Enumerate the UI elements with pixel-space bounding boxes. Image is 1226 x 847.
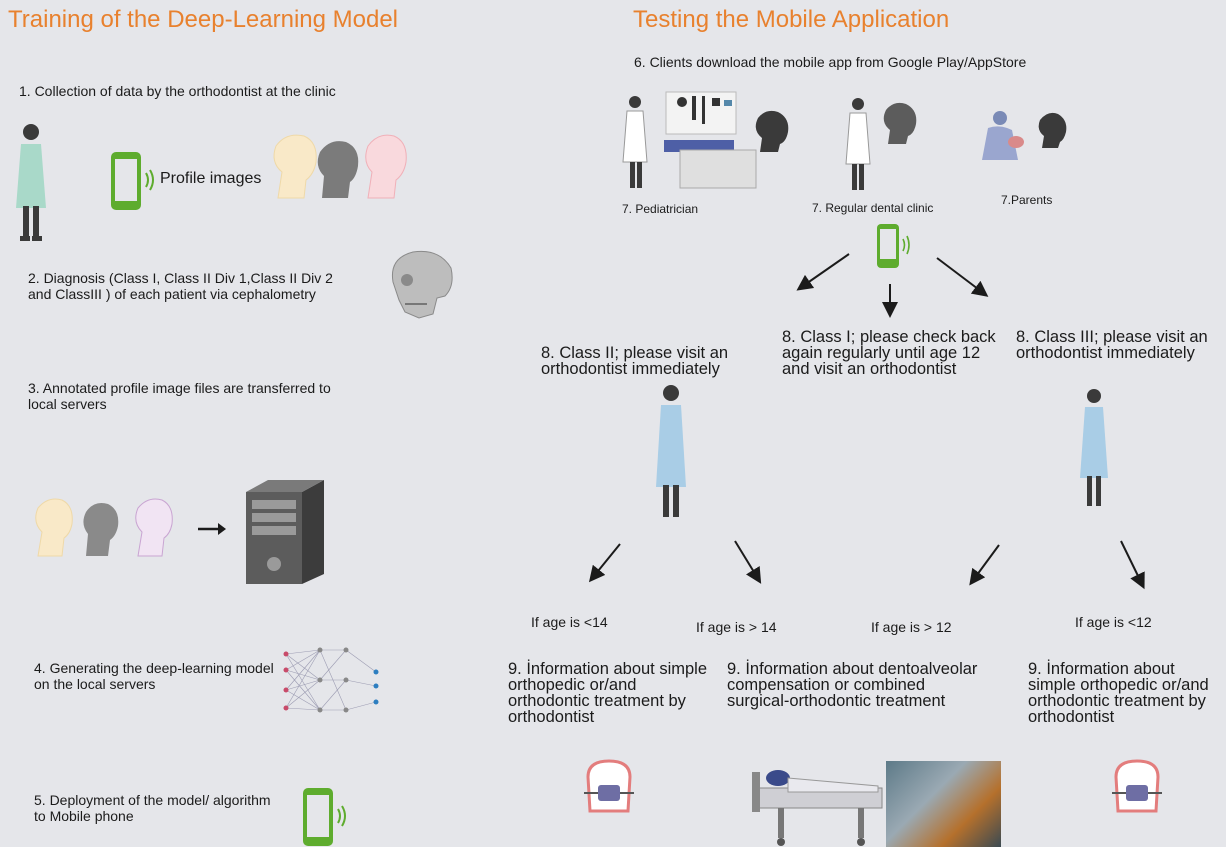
arrow-to-class2	[796, 253, 850, 291]
arrow-right-icon	[198, 523, 226, 535]
step3-text: 3. Annotated profile image files are tra…	[28, 380, 331, 412]
phone-icon	[111, 152, 154, 210]
phone-icon	[877, 224, 910, 268]
step2-text: 2. Diagnosis (Class I, Class II Div 1,Cl…	[28, 270, 333, 302]
parent-and-child-icon	[982, 111, 1067, 160]
regular-clinic-label: 7. Regular dental clinic	[812, 201, 934, 215]
step5-text: 5. Deployment of the model/ algorithm to…	[34, 792, 271, 824]
pediatrician-scene-icon	[622, 91, 789, 189]
arrow-to-class3	[936, 257, 989, 297]
annotated-profiles-icon	[35, 498, 173, 557]
info-left: 9. İnformation about simple orthopedic o…	[508, 660, 708, 726]
age-lt12-label: If age is <12	[1075, 614, 1152, 630]
age-gt14-label: If age is > 14	[696, 619, 777, 635]
class1-result: 8. Class I; please check back again regu…	[782, 328, 996, 378]
arrow-to-age-lt14	[588, 543, 621, 583]
orthodontist-figure-icon	[1080, 389, 1108, 506]
surgery-photo	[886, 761, 1001, 847]
class3-result: 8. Class III; please visit an orthodonti…	[1016, 328, 1208, 362]
step4-text: 4. Generating the deep-learning model on…	[34, 660, 274, 692]
arrow-to-age-gt12	[969, 544, 1000, 586]
orthodontist-figure-icon	[656, 385, 686, 517]
arrow-to-age-lt12	[1120, 540, 1145, 590]
dentist-and-child-icon	[845, 98, 917, 190]
right-section-title: Testing the Mobile Application	[633, 6, 950, 33]
step1-text: 1. Collection of data by the orthodontis…	[19, 83, 336, 99]
head-profiles-icon	[273, 134, 407, 199]
info-middle: 9. İnformation about dentoalveolar compe…	[727, 660, 978, 710]
server-icon	[246, 480, 324, 584]
skull-icon	[391, 250, 453, 319]
age-gt12-label: If age is > 12	[871, 619, 952, 635]
profile-images-label: Profile images	[160, 170, 262, 187]
class2-result: 8. Class II; please visit an orthodontis…	[541, 344, 729, 378]
left-section-title: Training of the Deep-Learning Model	[8, 6, 399, 33]
neural-network-icon	[283, 647, 379, 713]
hospital-bed-icon	[752, 770, 883, 846]
pediatrician-label: 7. Pediatrician	[622, 202, 699, 216]
braces-icon	[584, 759, 634, 813]
step6-text: 6. Clients download the mobile app from …	[634, 54, 1027, 70]
orthodontist-figure-icon	[16, 124, 46, 241]
age-lt14-label: If age is <14	[531, 614, 608, 630]
arrow-to-age-gt14	[734, 540, 762, 584]
info-right: 9. İnformation about simple orthopedic o…	[1028, 660, 1209, 726]
parents-label: 7.Parents	[1001, 193, 1053, 207]
braces-icon	[1112, 759, 1162, 813]
phone-icon	[303, 788, 346, 846]
